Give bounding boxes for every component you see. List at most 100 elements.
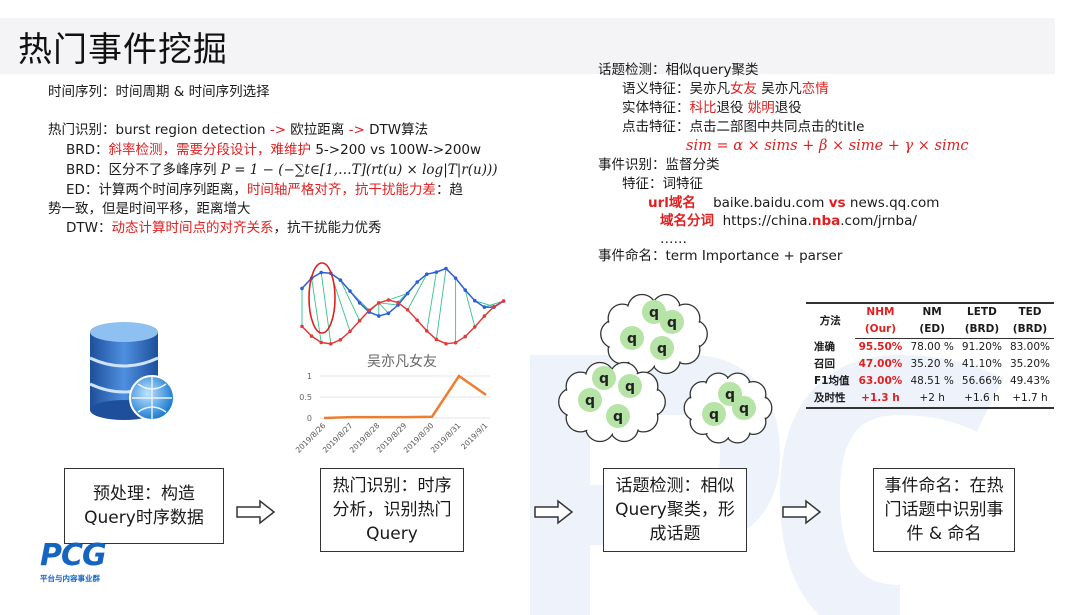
brd-line-1: BRD：斜率检测，需要分段设计，难维护 5->200 vs 100W->200w [66,142,482,158]
dtw-alignment-link [378,302,389,314]
dtw-point [434,270,439,274]
dtw-alignment-link [464,289,476,328]
right-arrow-icon [782,499,822,525]
timeseries-line: 时间序列：时间周期 & 时间序列选择 [48,84,270,100]
dtw-point [377,301,381,305]
flow-box-topic-detect: 话题检测：相似Query聚类，形成话题 [603,468,747,552]
chart-title: 吴亦凡女友 [367,353,437,370]
query-node-label: q [709,407,719,423]
query-node-label: q [625,379,635,395]
query-node-label: q [585,393,595,409]
page-title: 热门事件挖掘 [18,30,228,70]
dtw-point [338,337,343,342]
query-node [718,382,742,406]
table-row: 及时性 +1.3 h +2 h +1.6 h +1.7 h [806,390,1054,409]
chart-y-tick-label: 1 [307,372,312,381]
dtw-point [348,329,352,334]
dtw-point [473,298,477,303]
dtw-alignment-link [320,272,332,344]
dtw-point [463,334,467,339]
dtw-point [453,340,458,345]
table-header-nhm: NHM [854,302,907,321]
dtw-point [405,291,410,296]
ed-line: ED：计算两个时间序列距离，时间轴严格对齐，抗干扰能力差：趋 [66,182,463,198]
dtw-alignment-link [407,273,428,311]
table-subheader: (Our) [854,321,907,339]
sim-formula: sim = α × sims + β × sime + γ × simc [686,138,969,154]
dtw-point [357,301,362,305]
dtw-point [453,276,458,280]
query-node-label: q [667,315,677,331]
dtw-point [415,318,419,322]
dtw-point [300,286,304,291]
title-band [0,18,1055,74]
query-node [606,404,630,428]
dtw-alignment-link [435,268,447,340]
flow-box-preprocess: 预处理：构造Query时序数据 [64,468,224,544]
dtw-point [319,270,323,275]
query-node [592,366,616,390]
table-subheader: (BRD) [957,321,1006,339]
table-row: F1均值 63.00% 48.51 % 56.66% 49.43% [814,375,1050,387]
dtw-point [300,324,304,329]
query-node-label: q [649,305,659,321]
dtw-alignment-link [388,293,408,301]
entity-feature: 实体特征：科比退役 姚明退役 [622,100,802,116]
database-icon [89,322,175,421]
query-node [660,310,684,334]
chart-y-tick-label: 0 [307,414,312,423]
dtw-point [357,318,362,323]
table-subheader: (ED) [906,321,958,339]
dtw-line: DTW：动态计算时间点的对齐关系，抗干扰能力优秀 [66,220,382,236]
dtw-point [386,298,391,302]
brd-line-2: BRD：区分不了多峰序列 P = 1 − (−∑t∈[1,…T](rt(u) ×… [66,162,498,178]
query-node [650,336,674,360]
event-recognition-line: 事件识别：监督分类 [598,157,720,173]
dtw-point [367,308,371,313]
dtw-alignment-link [426,272,437,331]
ed-line-2: 势一致，但是时间平移，距离增大 [48,201,251,217]
chart-series-line [323,374,487,420]
word-feature-line: 特征：词特征 [622,176,703,192]
flow-box-hot-detect: 热门识别：时序分析，识别热门Query [320,468,464,552]
dtw-alignment-link [339,279,361,321]
table-row: 准确 95.50% 78.00 % 91.20% 83.00% [814,340,1050,354]
flow-box-event-naming: 事件命名：在热门话题中识别事件 & 命名 [873,468,1015,552]
dtw-point [425,272,429,276]
query-node-label: q [613,409,623,425]
dtw-point [501,299,506,303]
table-header-ted: TED [1005,302,1054,321]
query-node [702,402,726,426]
query-node [642,300,666,324]
query-node [578,388,602,412]
dtw-point [319,340,323,345]
dtw-alignment-link [378,302,399,306]
dtw-point [463,288,467,292]
dtw-point [386,311,391,316]
query-node-label: q [627,331,637,347]
dtw-point [405,308,410,312]
trend-line-chart: 吴亦凡女友 10.50 2019/8/262019/8/272019/8/282… [294,353,490,455]
query-node-label: q [725,387,735,403]
dtw-point [492,304,496,309]
right-arrow-icon [236,499,276,525]
table-subheader: (BRD) [1005,321,1054,339]
dtw-point [338,278,343,282]
hot-detect-line: 热门识别：burst region detection -> 欧拉距离 -> D… [48,122,429,138]
query-node-label: q [657,341,667,357]
table-header-method: 方法 [806,302,855,339]
right-arrow-icon [534,499,574,525]
dtw-highlight-ellipse [308,262,336,334]
query-node [620,326,644,350]
dtw-point [444,266,448,271]
pcg-logo-subtitle: 平台与内容事业群 [40,574,100,583]
dtw-point [377,314,381,318]
query-node-label: q [599,371,609,387]
table-header-nm: NM [906,302,958,321]
domain-split-line: 域名分词 https://china.nba.com/jrnba/ [660,213,917,229]
query-node [618,374,642,398]
chart-x-tick-label: 2019/9/1 [459,421,489,451]
dtw-point [309,334,314,338]
dtw-point [415,280,419,284]
